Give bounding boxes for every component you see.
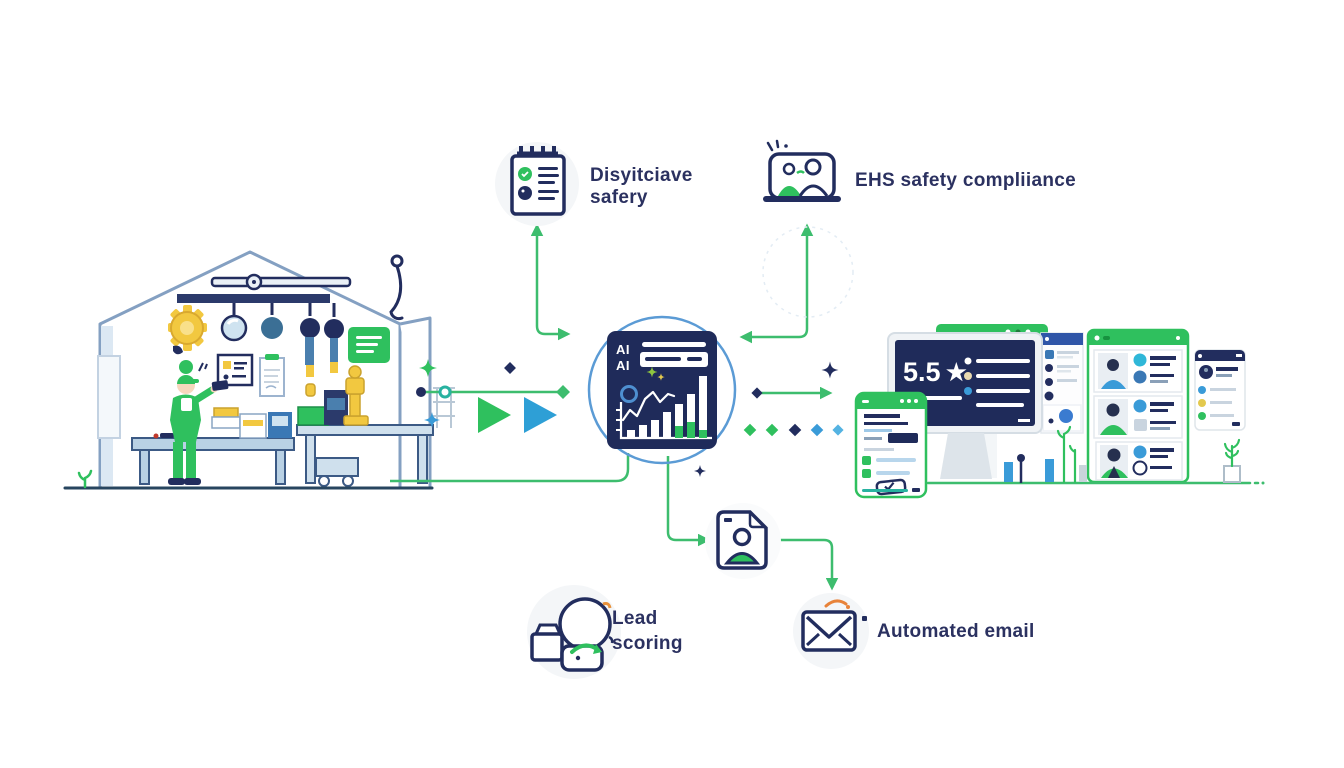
profile-row bbox=[1093, 349, 1183, 393]
line-factory-to-dashboard bbox=[390, 453, 630, 483]
worker bbox=[168, 375, 229, 485]
ai-text-2: AI bbox=[616, 358, 630, 373]
results-cluster: 5.5 ★ bbox=[854, 324, 1265, 499]
digital-safety-label-line2: safery bbox=[590, 187, 648, 208]
lead-label-line1: Lead bbox=[612, 608, 658, 629]
dashboard-dot-chart bbox=[620, 385, 638, 403]
email-callout: Automated email bbox=[793, 593, 1035, 669]
play-triangle-blue bbox=[524, 397, 557, 433]
door bbox=[97, 355, 121, 439]
wall-posters bbox=[216, 353, 285, 397]
lead-scoring-callout: Lead scoring bbox=[527, 585, 683, 679]
ai-text-1: AI bbox=[616, 342, 630, 357]
ehs-callout: EHS safety compliiance bbox=[763, 139, 1076, 202]
monitor-stand bbox=[940, 433, 992, 479]
sprout bbox=[77, 469, 93, 489]
star-icon: ★ bbox=[946, 359, 967, 385]
utility-cart bbox=[315, 457, 359, 487]
workbench-left bbox=[131, 407, 295, 485]
bar-chart bbox=[616, 376, 712, 440]
hook-arm bbox=[389, 254, 404, 321]
arrow-document-to-email bbox=[772, 538, 839, 591]
digital-safety-callout: Disyitciave safery bbox=[495, 142, 693, 226]
potted-plant bbox=[1223, 438, 1241, 483]
dashboard-ring bbox=[587, 315, 737, 465]
robot-arm bbox=[343, 365, 369, 426]
mail-check-icon bbox=[875, 478, 907, 496]
handheld-tool bbox=[211, 380, 229, 391]
faint-dashed-circle bbox=[762, 226, 854, 318]
person-document-icon bbox=[716, 510, 768, 570]
flow-decor-left bbox=[416, 359, 570, 433]
line-chart bbox=[621, 390, 676, 422]
clipboard-icon bbox=[510, 146, 566, 216]
ground-right bbox=[926, 425, 1265, 485]
lead-label-line2: scoring bbox=[612, 633, 683, 654]
ehs-label: EHS safety compliiance bbox=[855, 170, 1076, 191]
factory-scene bbox=[63, 250, 455, 490]
lead-document-callout bbox=[705, 503, 781, 579]
arrow-dashboard-to-document bbox=[666, 456, 711, 547]
email-label: Automated email bbox=[877, 621, 1035, 642]
connector-arrows bbox=[390, 223, 839, 591]
card-button bbox=[888, 433, 918, 443]
hanging-lamps bbox=[220, 303, 344, 397]
green-sign bbox=[348, 327, 390, 363]
screen-people-icon bbox=[763, 139, 841, 202]
digital-safety-label-line1: Disyitciave bbox=[590, 165, 693, 186]
rating-value: 5.5 bbox=[903, 357, 941, 387]
profile-window bbox=[1086, 328, 1190, 484]
list-panel bbox=[1040, 332, 1084, 434]
ai-dashboard: AI AI bbox=[587, 315, 737, 477]
arrow-dashboard-ehs bbox=[739, 223, 814, 344]
flow-decor-right bbox=[743, 361, 844, 437]
overhead-beam bbox=[177, 273, 352, 303]
workbench-right bbox=[296, 365, 455, 487]
profile-row bbox=[1095, 441, 1183, 481]
contact-card bbox=[1194, 349, 1246, 431]
paw-icon bbox=[1059, 409, 1073, 423]
green-dot bbox=[179, 360, 193, 374]
mobile-card bbox=[854, 391, 928, 499]
gear-icon bbox=[168, 305, 208, 374]
profile-row bbox=[1093, 395, 1183, 439]
play-triangle-green bbox=[478, 397, 511, 433]
arrow-dashboard-digital-safety bbox=[530, 223, 571, 341]
lead-scoring-icon bbox=[530, 597, 614, 672]
email-icon bbox=[801, 599, 867, 652]
